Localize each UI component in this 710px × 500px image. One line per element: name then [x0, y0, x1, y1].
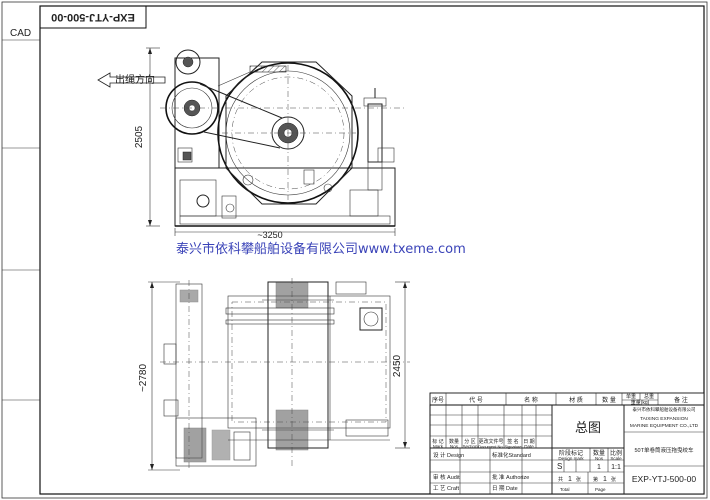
inner-border	[39, 5, 705, 495]
craft-label: 工 艺 Craft	[433, 485, 459, 492]
total-suffix: 张	[576, 476, 581, 483]
rope-direction-arrow: 出绳方向	[97, 72, 166, 88]
rev-doc-no-en: Document No.	[478, 444, 504, 449]
standard-label: 标准化Standard	[492, 451, 531, 459]
company-name-en-1: TAIXING EXPANSION	[640, 416, 688, 422]
col-seq: 序号	[432, 396, 444, 404]
title-block: 序号 代 号 名 称 材 质 数 量 单重 总重 重量(kg) 备 注 标 记 …	[429, 392, 705, 495]
dim-front-height: 2505	[134, 47, 160, 227]
col-name: 名 称	[524, 396, 538, 404]
stage-value: S	[557, 462, 562, 471]
total-label: 共	[558, 476, 563, 483]
rev-date-en: Date	[524, 444, 534, 449]
col-material: 材 质	[569, 396, 583, 404]
total-en: Total	[560, 487, 570, 492]
col-unit-weight: 单重	[626, 393, 636, 400]
rev-nos: 数量	[449, 438, 459, 445]
dim-side-overall-label: ~2780	[138, 364, 149, 393]
qty-value: 1	[597, 464, 601, 471]
cad-label: CAD	[10, 28, 31, 39]
dim-side-height: 2450	[392, 281, 410, 449]
rev-mark-en: Mark	[433, 444, 444, 449]
col-total-weight: 总重	[644, 393, 654, 400]
stage-label: 阶段标记	[559, 449, 583, 457]
rev-nos-en: Nos	[450, 444, 459, 449]
authorize-label: 批 准 Authorize	[492, 473, 529, 481]
qty-label-en: Nos	[595, 456, 604, 461]
rotated-drawing-code: EXP-YTJ-500-00	[51, 11, 135, 23]
product-name: 50T单卷筒液压拖曳绞车	[635, 446, 694, 454]
company-name-cn: 泰兴市依科攀船舶设备有限公司	[633, 406, 696, 413]
design-label: 设 计 Design	[433, 451, 464, 459]
rotated-code-box	[39, 5, 147, 29]
col-code: 代 号	[469, 396, 483, 404]
dim-side-overall: ~2780	[138, 282, 154, 470]
drawing-title: 总图	[575, 420, 601, 435]
drawing-number: EXP-YTJ-500-00	[632, 474, 697, 484]
page-suffix: 张	[611, 476, 616, 483]
date-label: 日 期 Date	[492, 485, 518, 492]
company-watermark: 泰兴市依科攀船舶设备有限公司www.txeme.com	[176, 241, 466, 257]
page-en: Page	[595, 487, 606, 492]
dim-front-width-label: ~3250	[257, 230, 282, 240]
scale-label: 比例	[610, 449, 622, 457]
stage-label-en: Design mark	[558, 456, 584, 461]
dim-side-height-label: 2450	[392, 354, 403, 377]
page-label: 第	[593, 476, 598, 483]
col-quantity: 数 量	[602, 396, 616, 404]
company-name-en-2: MARINE EQUIPMENT CO.,LTD	[630, 423, 699, 429]
total-value: 1	[568, 476, 572, 483]
rev-signature: 签 名	[507, 438, 518, 445]
drum-flange	[217, 62, 359, 204]
side-view	[148, 278, 410, 471]
front-view	[160, 49, 405, 227]
scale-label-en: Scale	[610, 456, 622, 461]
rev-date: 日 期	[523, 439, 534, 445]
rev-mark: 标 记	[432, 438, 443, 445]
rev-signature-en: Signature	[504, 444, 522, 449]
rev-doc-no: 更改文件号	[478, 438, 503, 445]
dim-front-width: ~3250	[174, 228, 396, 240]
rev-section-en: Section	[462, 444, 478, 449]
rope-direction-label: 出绳方向	[115, 73, 155, 86]
audit-label: 审 核 Audit	[433, 473, 460, 481]
col-weight-unit: 重量(kg)	[631, 399, 650, 406]
dim-front-height-label: 2505	[134, 125, 145, 148]
qty-label: 数量	[593, 449, 605, 457]
rev-section: 分 区	[464, 438, 475, 445]
page-value: 1	[603, 476, 607, 483]
col-remark: 备 注	[674, 396, 688, 404]
scale-value: 1:1	[611, 464, 621, 471]
